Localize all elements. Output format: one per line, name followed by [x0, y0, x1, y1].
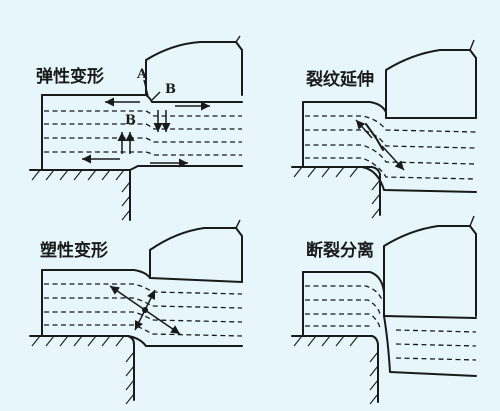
- panel-crack: 裂纹延伸: [291, 39, 477, 219]
- crack-arrow: [355, 119, 373, 139]
- lower-die: [291, 166, 381, 216]
- marker-b: B: [125, 113, 136, 128]
- sheet-left: [302, 271, 373, 337]
- shear-arrow: [134, 309, 146, 331]
- lower-die: [291, 335, 379, 403]
- crack-arrow: [381, 145, 405, 171]
- sheet-top: [302, 101, 387, 113]
- sheet-top: [41, 94, 243, 103]
- upper-punch: [149, 227, 243, 283]
- caption-elastic: 弹性变形: [36, 66, 104, 87]
- sheet-top: [41, 269, 243, 283]
- caption-separation: 断裂分离: [306, 240, 374, 261]
- sheet-left: [302, 101, 363, 168]
- shear-arrow: [144, 309, 181, 335]
- upper-punch: [385, 49, 477, 119]
- caption-crack: 裂纹延伸: [305, 69, 374, 90]
- caption-plastic: 塑性变形: [40, 240, 108, 261]
- lower-die: [29, 335, 135, 401]
- shear-center: [142, 307, 148, 313]
- sheet-bottom: [129, 165, 243, 171]
- sheet-bottom: [127, 335, 243, 347]
- shear-arrow: [109, 285, 146, 311]
- marker-a: A: [136, 67, 148, 82]
- sheet-top: [302, 271, 385, 293]
- upper-punch: [383, 225, 477, 317]
- marker-b: B: [165, 82, 176, 97]
- sheet-left: [41, 269, 129, 337]
- panel-plastic: 塑性变形: [29, 219, 243, 405]
- crack: [365, 123, 384, 151]
- panel-separation: 断裂分离: [291, 215, 477, 405]
- lower-die: [29, 169, 131, 221]
- shear-arrow: [144, 289, 156, 311]
- panel-elastic: 弹性变形 A B B: [29, 35, 243, 221]
- separated-part: [383, 315, 477, 377]
- upper-punch: [145, 41, 243, 96]
